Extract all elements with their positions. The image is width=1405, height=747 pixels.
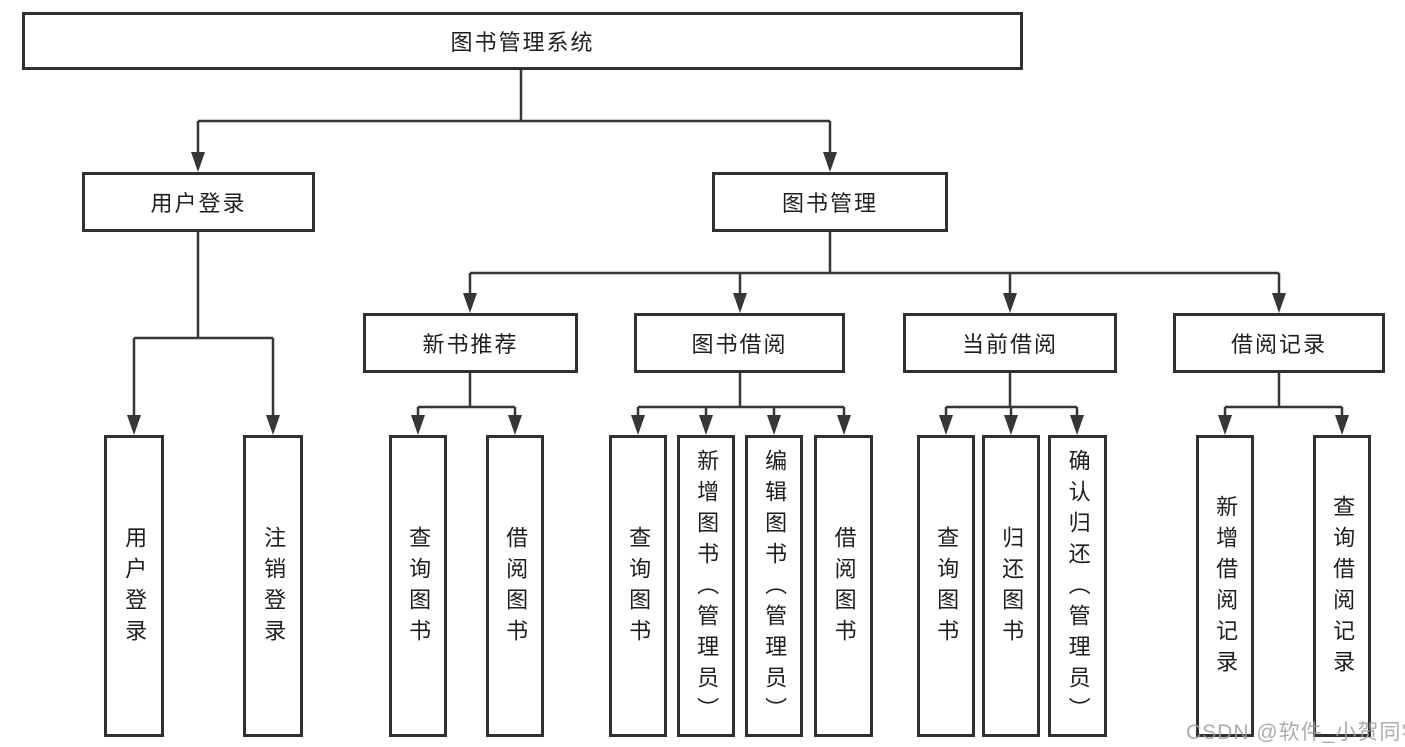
arrowhead-icon [191,152,205,172]
node-book-management: 图书管理 [712,172,948,232]
leaf-return-book: 归还图书 [982,435,1040,737]
leaf-confirm-return-admin: 确认归还（管理员） [1048,435,1107,737]
arrowhead-icon [411,415,425,435]
arrowhead-icon [1218,415,1232,435]
csdn-watermark: CSDN @软件_小贺同学 [1186,721,1405,744]
arrowhead-icon [508,415,522,435]
leaf-query-borrow-record: 查询借阅记录 [1313,435,1371,737]
node-current-borrow: 当前借阅 [903,313,1117,373]
leaf-edit-book-admin: 编辑图书（管理员） [745,435,803,737]
arrowhead-icon [699,415,713,435]
node-book-borrow: 图书借阅 [634,313,845,373]
arrowhead-icon [1272,293,1286,313]
leaf-borrow-books: 借阅图书 [814,435,873,737]
leaf-query-books-recommend: 查询图书 [389,435,447,737]
leaf-user-login: 用户登录 [104,435,164,737]
arrowhead-icon [823,152,837,172]
arrowhead-icon [127,415,141,435]
arrowhead-icon [837,415,851,435]
leaf-logout: 注销登录 [243,435,303,737]
arrowhead-icon [463,293,477,313]
arrowhead-icon [939,415,953,435]
node-borrow-records: 借阅记录 [1173,313,1385,373]
arrowhead-icon [1003,293,1017,313]
leaf-borrow-books-recommend: 借阅图书 [486,435,544,737]
arrowhead-icon [631,415,645,435]
leaf-query-books-borrow: 查询图书 [609,435,667,737]
arrowhead-icon [1335,415,1349,435]
node-root: 图书管理系统 [22,12,1023,70]
arrowhead-icon [266,415,280,435]
node-user-login: 用户登录 [82,172,315,232]
leaf-query-books-current: 查询图书 [917,435,975,737]
arrowhead-icon [767,415,781,435]
leaf-add-book-admin: 新增图书（管理员） [677,435,735,737]
arrowhead-icon [1004,415,1018,435]
leaf-add-borrow-record: 新增借阅记录 [1196,435,1254,737]
node-new-book-recommend: 新书推荐 [363,313,578,373]
arrowhead-icon [1070,415,1084,435]
arrowhead-icon [733,293,747,313]
arrowheads [127,152,1349,435]
